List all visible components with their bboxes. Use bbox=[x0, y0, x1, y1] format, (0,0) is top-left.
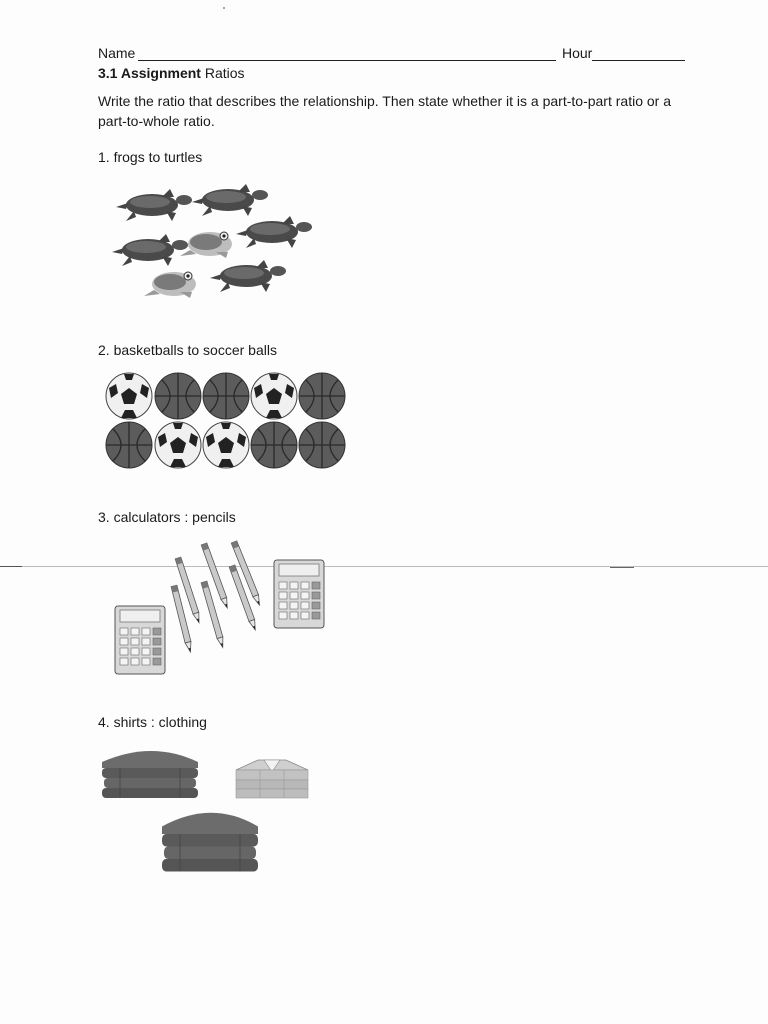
name-label: Name bbox=[98, 45, 136, 61]
frogs-and-turtles-picture bbox=[112, 184, 312, 299]
scan-artifact-line bbox=[0, 566, 768, 567]
basketball-icon bbox=[105, 421, 153, 469]
basketball-icon bbox=[298, 372, 346, 420]
scan-speck bbox=[223, 7, 225, 9]
hour-label: Hour bbox=[562, 45, 593, 61]
turtle-icon bbox=[116, 189, 192, 221]
assignment-number: 3.1 Assignment bbox=[98, 65, 201, 81]
basketball-icon bbox=[250, 421, 298, 469]
assignment-title: 3.1 Assignment Ratios bbox=[98, 65, 245, 81]
header-row: Name Hour bbox=[98, 45, 688, 65]
hour-blank-line[interactable] bbox=[592, 60, 685, 61]
basketball-icon bbox=[298, 421, 346, 469]
question-3-label: 3. calculators : pencils bbox=[98, 509, 236, 525]
soccer-ball-icon bbox=[105, 372, 153, 420]
basketballs-and-soccer-balls-picture bbox=[105, 372, 346, 469]
shirt-stack-icon bbox=[161, 812, 259, 872]
shirt-stack-icon bbox=[101, 750, 199, 799]
frog-icon bbox=[143, 271, 197, 299]
calculator-icon bbox=[273, 559, 325, 629]
assignment-topic: Ratios bbox=[204, 65, 245, 81]
shirt-stacks-picture bbox=[101, 750, 309, 872]
turtle-icon bbox=[210, 260, 286, 292]
instructions: Write the ratio that describes the relat… bbox=[98, 93, 671, 129]
calculators-and-pencils-picture bbox=[114, 540, 325, 675]
soccer-ball-icon bbox=[250, 372, 298, 420]
turtle-icon bbox=[112, 234, 188, 266]
basketball-icon bbox=[202, 372, 250, 420]
shirt-stack-icon bbox=[235, 759, 309, 799]
name-blank-line[interactable] bbox=[138, 60, 556, 61]
calculator-icon bbox=[114, 605, 166, 675]
basketball-icon bbox=[154, 372, 202, 420]
soccer-ball-icon bbox=[202, 421, 250, 469]
question-1-label: 1. frogs to turtles bbox=[98, 149, 203, 165]
turtle-icon bbox=[236, 216, 312, 248]
scan-artifact-mark bbox=[0, 566, 22, 567]
question-2-label: 2. basketballs to soccer balls bbox=[98, 342, 277, 358]
turtle-icon bbox=[192, 184, 268, 216]
scan-artifact-mark bbox=[610, 567, 634, 568]
question-4-label: 4. shirts : clothing bbox=[98, 714, 207, 730]
soccer-ball-icon bbox=[154, 421, 202, 469]
